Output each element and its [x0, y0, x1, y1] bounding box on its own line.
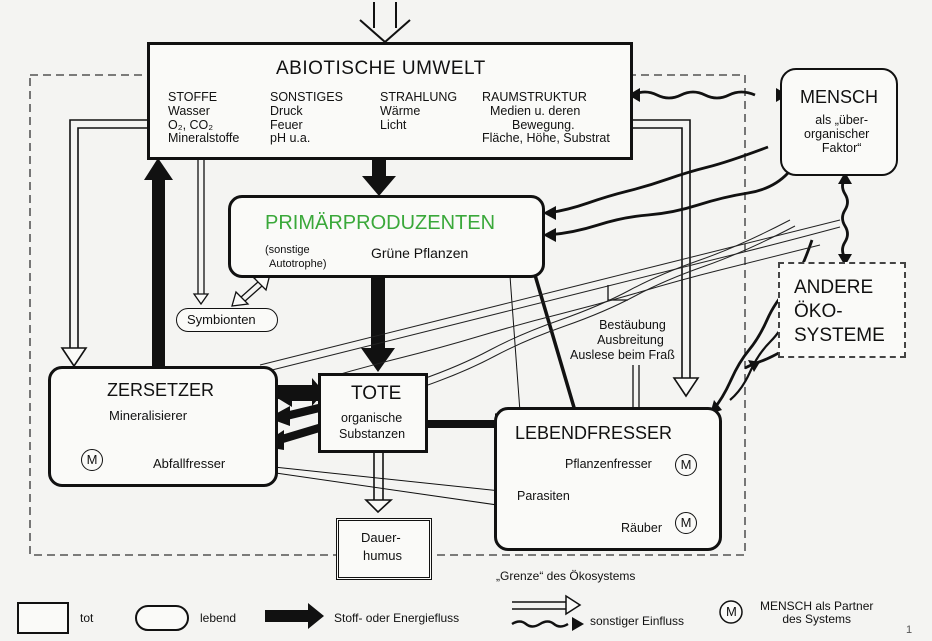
abiotic-strahlung: STRAHLUNG Wärme Licht [380, 90, 458, 132]
mensch-influences-thin [259, 219, 841, 387]
tote-line2: Substanzen [339, 427, 406, 441]
andere-line: ANDERE [794, 277, 874, 298]
sonstiges-heading: SONSTIGES [270, 90, 343, 104]
primaer-box: PRIMÄRPRODUZENTEN (sonstige Autotrophe) … [228, 195, 545, 278]
legend-fluss-arrow [265, 603, 324, 629]
legend-tot-swatch [17, 602, 69, 634]
lebend-m-icon: M [675, 512, 697, 534]
bestaeubung-bracket [607, 285, 640, 408]
grenze-label: „Grenze“ des Ökosystems [496, 569, 636, 583]
tote-title: TOTE [351, 383, 402, 404]
strahlung-heading: STRAHLUNG [380, 90, 458, 104]
primaer-sub1: (sonstige [265, 244, 310, 256]
abiotic-box: ABIOTISCHE UMWELT STOFFE Wasser O₂, CO₂ … [147, 42, 633, 160]
raumstruktur-item: Fläche, Höhe, Substrat [482, 131, 610, 146]
abiotic-raumstruktur: RAUMSTRUKTUR Medien u. deren Bewegung. F… [482, 90, 610, 146]
influence-abiotic-lebend [630, 119, 700, 398]
strahlung-item: Wärme [380, 103, 421, 118]
tote-line1: organische [341, 411, 403, 425]
legend-lebend-label: lebend [200, 611, 237, 625]
abiotic-sonstiges: SONSTIGES Druck Feuer pH u.a. [270, 90, 343, 146]
zersetzer-abfall: Abfallfresser [153, 456, 226, 471]
legend-fluss-label: Stoff- oder Energiefluss [334, 611, 460, 625]
sonstiges-item: Feuer [270, 117, 303, 132]
lebend-title: LEBENDFRESSER [515, 423, 673, 443]
lebend-pflanzen: Pflanzenfresser [565, 457, 652, 471]
mensch-title: MENSCH [800, 87, 879, 107]
dauerhumus-box: Dauer- humus [336, 518, 432, 580]
influence-abiotic-zersetzer [60, 119, 148, 368]
legend-wavy-head [572, 617, 584, 631]
lebend-raeuber: Räuber [621, 521, 662, 535]
sonstiges-item: Druck [270, 103, 303, 118]
primaer-title: PRIMÄRPRODUZENTEN [265, 212, 496, 234]
legend-tot-label: tot [80, 611, 94, 625]
flow-primaer-tote-side [278, 378, 324, 406]
lebend-box: LEBENDFRESSER Pflanzenfresser Parasiten … [494, 407, 722, 551]
sonstiges-item: pH u.a. [270, 131, 311, 146]
bestaeubung-line: Bestäubung [599, 318, 666, 332]
flow-tote-humus [364, 448, 394, 514]
dauer-line2: humus [363, 548, 403, 563]
andere-line: SYSTEME [794, 324, 885, 346]
legend-partner-line: MENSCH als Partner [760, 599, 874, 613]
stoffe-heading: STOFFE [168, 90, 218, 104]
raumstruktur-heading: RAUMSTRUKTUR [482, 90, 587, 104]
bestaeubung-line: Ausbreitung [597, 333, 664, 347]
page-number: 1 [906, 624, 913, 636]
raumstruktur-item: Bewegung. [512, 117, 575, 132]
stoffe-item: Mineralstoffe [168, 131, 240, 146]
symbionten-box: Symbionten [176, 308, 278, 332]
bestaeubung-line: Auslese beim Fraß [570, 348, 675, 362]
legend-lebend-swatch [135, 605, 189, 631]
flow-primaer-tote [361, 275, 395, 372]
legend-partner-label: MENSCH als Partner des Systems [760, 599, 874, 627]
stoffe-item: Wasser [168, 103, 210, 118]
abiotic-stoffe: STOFFE Wasser O₂, CO₂ Mineralstoffe [168, 90, 240, 146]
legend-wavy-line [511, 620, 569, 628]
andere-line: ÖKO- [794, 300, 843, 322]
mensch-box: MENSCH als „über- organischer Faktor“ [780, 68, 898, 176]
flow-lebend-tote [425, 413, 508, 435]
stoffe-item: O₂, CO₂ [168, 117, 214, 132]
flow-abfall-parasiten [254, 464, 511, 495]
strahlung-item: Licht [380, 117, 407, 132]
abiotic-title: ABIOTISCHE UMWELT [276, 58, 486, 79]
legend-partner-line: des Systems [782, 612, 852, 627]
influence-abiotic-symbionten [192, 158, 210, 306]
mensch-line: als „über- [815, 113, 869, 127]
symbionten-label: Symbionten [187, 312, 256, 327]
lebend-m-icon: M [675, 454, 697, 476]
zersetzer-m-icon: M [81, 449, 103, 471]
flow-abiotic-primaer [362, 156, 396, 196]
tote-box: TOTE organische Substanzen [318, 373, 428, 453]
dauer-line1: Dauer- [361, 530, 401, 545]
mensch-line: organischer [804, 126, 870, 141]
input-arrow [359, 2, 411, 44]
zersetzer-title: ZERSETZER [107, 380, 215, 400]
andere-lines: ANDERE ÖKO- SYSTEME [794, 276, 885, 347]
mensch-lines: als „über- organischer Faktor“ [804, 113, 869, 155]
primaer-sub2: Autotrophe) [269, 258, 327, 270]
influence-symbionten-primaer [231, 273, 271, 307]
legend-m-letter: M [726, 604, 737, 619]
raumstruktur-item: Medien u. deren [490, 103, 581, 118]
zersetzer-box: ZERSETZER Mineralisierer Abfallfresser M [48, 366, 278, 487]
mensch-line: Faktor“ [821, 140, 862, 155]
bestaeubung-text: Bestäubung Ausbreitung Auslese beim Fraß [570, 318, 675, 363]
lebend-parasiten: Parasiten [517, 489, 570, 503]
andere-box: ANDERE ÖKO- SYSTEME [778, 262, 906, 358]
flow-zersetzer-abiotic [144, 158, 173, 390]
primaer-main: Grüne Pflanzen [371, 245, 469, 261]
legend-open-arrow [512, 594, 582, 616]
legend-m-circle [719, 600, 743, 624]
zersetzer-mineral: Mineralisierer [109, 408, 188, 423]
legend-einfluss-label: sonstiger Einfluss [590, 614, 685, 628]
